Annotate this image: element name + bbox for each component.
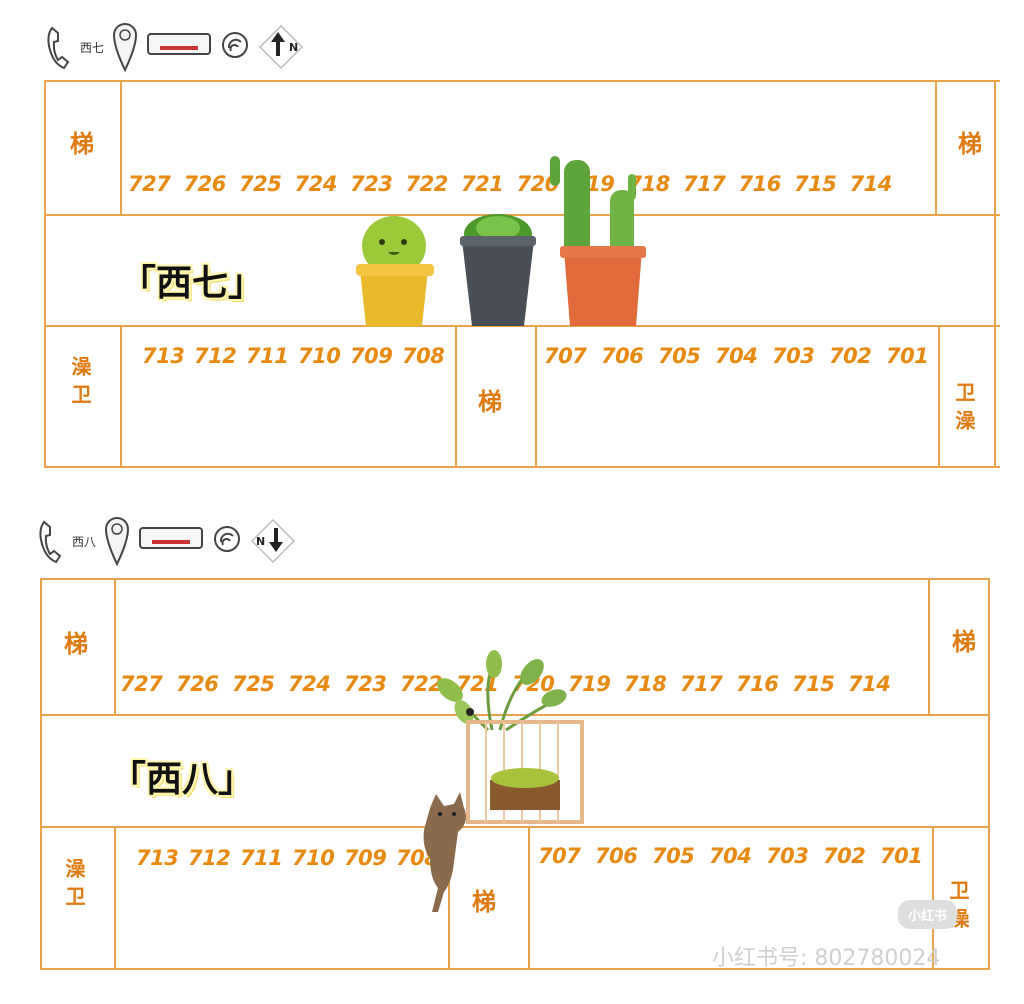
room-floor8-709: 709 [344, 846, 387, 870]
location-pin-icon [113, 22, 138, 72]
room-floor8-705: 705 [652, 844, 695, 868]
floor7-title: 「西七」 [120, 263, 265, 304]
room-floor8-704: 704 [709, 844, 752, 868]
room-floor7-725: 725 [239, 172, 282, 196]
floor8-stair-middle: 梯 [472, 888, 496, 916]
floor8-stair-right: 梯 [952, 628, 976, 656]
room-floor7-705: 705 [658, 344, 701, 368]
location-pin-icon [105, 516, 130, 566]
floor8-stair-left: 梯 [64, 630, 88, 658]
floor8-legend-label: 西八 [72, 534, 97, 549]
room-floor7-723: 723 [350, 172, 393, 196]
room-floor8-717: 717 [680, 672, 723, 696]
room-floor8-707: 707 [538, 844, 581, 868]
room-floor8-715: 715 [792, 672, 835, 696]
room-floor7-711: 711 [246, 344, 289, 368]
room-floor8-711: 711 [240, 846, 283, 870]
room-floor7-716: 716 [738, 172, 782, 196]
room-floor7-706: 706 [601, 344, 644, 368]
room-floor7-707: 707 [544, 344, 587, 368]
wifi-icon [222, 32, 249, 58]
plant-birdcage-decoration [437, 650, 584, 824]
room-floor8-703: 703 [766, 844, 809, 868]
floor8-title: 「西八」 [110, 759, 255, 800]
room-floor7-724: 724 [294, 172, 338, 196]
room-floor8-712: 712 [188, 846, 231, 870]
room-floor7-714: 714 [849, 172, 893, 196]
compass-north-down-icon: N [250, 518, 296, 564]
room-floor8-725: 725 [232, 672, 275, 696]
room-floor7-709: 709 [350, 344, 393, 368]
watermark-badge: 小红书 [898, 900, 958, 929]
cactus-pot-yellow-decoration [356, 216, 434, 326]
cactus-pot-terracotta-decoration [550, 156, 646, 326]
room-floor8-716: 716 [736, 672, 779, 696]
floor7-stair-left: 梯 [70, 130, 94, 158]
room-floor8-723: 723 [344, 672, 387, 696]
floor8-washroom-left: 澡卫 [62, 858, 86, 914]
room-floor7-713: 713 [142, 344, 185, 368]
watermark-text: 小红书号: 802780024 [712, 946, 941, 971]
room-floor7-708: 708 [402, 344, 445, 368]
compass-letter: N [289, 41, 298, 54]
room-floor7-715: 715 [794, 172, 837, 196]
room-floor7-712: 712 [194, 344, 237, 368]
room-floor7-727: 727 [128, 172, 171, 196]
floor7-stair-right: 梯 [958, 130, 982, 158]
room-floor7-703: 703 [772, 344, 815, 368]
floor7-legend-label: 西七 [80, 40, 105, 55]
succulent-pot-gray-decoration [460, 214, 536, 326]
compass-north-up-icon: N [258, 24, 304, 70]
room-floor8-714: 714 [848, 672, 891, 696]
room-floor8-726: 726 [176, 672, 219, 696]
phone-icon [39, 520, 62, 564]
phone-icon [47, 26, 70, 70]
room-floor7-704: 704 [715, 344, 758, 368]
room-floor8-722: 722 [400, 672, 443, 696]
room-floor8-701: 701 [880, 844, 923, 868]
room-floor7-702: 702 [829, 344, 872, 368]
room-floor8-702: 702 [823, 844, 866, 868]
room-floor7-701: 701 [886, 344, 929, 368]
room-floor8-710: 710 [292, 846, 335, 870]
wifi-icon [214, 526, 241, 552]
air-conditioner-icon [147, 33, 212, 55]
room-floor8-719: 719 [568, 672, 611, 696]
room-floor7-717: 717 [683, 172, 726, 196]
floor7-legend: 西七 N [46, 22, 304, 72]
compass-letter: N [256, 535, 265, 548]
room-floor7-710: 710 [298, 344, 341, 368]
floor7-washroom-left: 澡卫 [68, 356, 92, 412]
room-floor8-706: 706 [595, 844, 638, 868]
room-floor8-724: 724 [288, 672, 331, 696]
room-floor8-727: 727 [120, 672, 163, 696]
room-floor8-718: 718 [624, 672, 667, 696]
room-floor8-713: 713 [136, 846, 179, 870]
cat-decoration [423, 792, 466, 912]
floor7-stair-middle: 梯 [478, 388, 502, 416]
floor7-washroom-right: 卫澡 [952, 382, 976, 438]
floor8-legend: 西八 N [38, 516, 296, 566]
room-floor7-721: 721 [461, 172, 504, 196]
air-conditioner-icon [139, 527, 204, 549]
room-floor7-726: 726 [183, 172, 227, 196]
room-floor7-722: 722 [405, 172, 449, 196]
